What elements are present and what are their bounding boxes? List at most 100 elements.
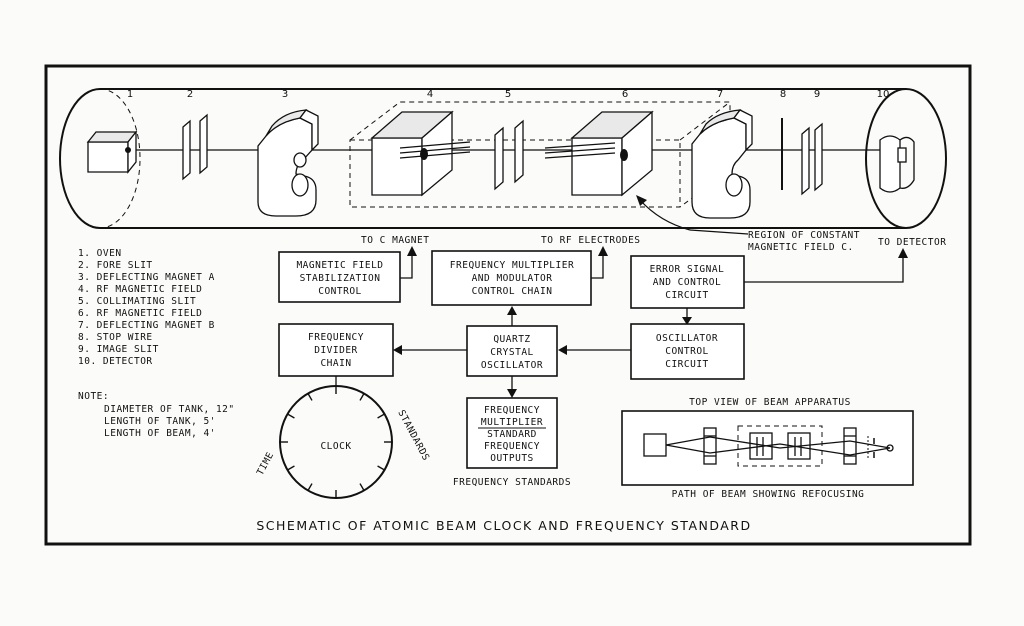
label-to-detector: TO DETECTOR bbox=[878, 237, 946, 248]
block-text: CIRCUIT bbox=[665, 290, 709, 301]
clock-tick bbox=[307, 483, 313, 491]
component-number-3: 3 bbox=[282, 89, 288, 100]
rf-field-6-shape bbox=[544, 110, 654, 197]
legend-item: 2. FORE SLIT bbox=[78, 260, 153, 271]
legend: 1. OVEN 2. FORE SLIT 3. DEFLECTING MAGNE… bbox=[78, 248, 215, 367]
block-text: CHAIN bbox=[320, 358, 351, 369]
clock-tick bbox=[377, 413, 385, 419]
block-text: CIRCUIT bbox=[665, 359, 709, 370]
block-text: STABILIZATION bbox=[300, 273, 381, 284]
region-label-line-2: MAGNETIC FIELD C. bbox=[748, 242, 854, 253]
block-text: DIVIDER bbox=[314, 345, 358, 356]
region-pointer-line bbox=[689, 229, 749, 235]
clock-tick bbox=[307, 393, 313, 401]
region-pointer-curve bbox=[639, 199, 691, 231]
note-heading: NOTE: bbox=[78, 391, 109, 402]
component-number-7: 7 bbox=[717, 89, 723, 100]
magnet-a-shape bbox=[257, 109, 319, 217]
legend-item: 4. RF MAGNETIC FIELD bbox=[78, 284, 202, 295]
block-text: FREQUENCY bbox=[308, 332, 364, 343]
block-oscillator-control: OSCILLATOR CONTROL CIRCUIT bbox=[630, 323, 745, 380]
arrowhead bbox=[407, 246, 417, 256]
legend-item: 7. DEFLECTING MAGNET B bbox=[78, 320, 215, 331]
component-number-10: 10 bbox=[877, 89, 890, 100]
block-freq-mult-modulator: FREQUENCY MULTIPLIER AND MODULATOR CONTR… bbox=[431, 250, 592, 306]
top-view-panel bbox=[621, 410, 914, 486]
diagram-title: SCHEMATIC OF ATOMIC BEAM CLOCK AND FREQU… bbox=[256, 518, 751, 533]
region-label-line-1: REGION OF CONSTANT bbox=[748, 230, 860, 241]
freq-standards-caption: FREQUENCY STANDARDS bbox=[453, 477, 571, 488]
block-text: CONTROL bbox=[665, 346, 709, 357]
arrowhead bbox=[507, 389, 517, 398]
legend-item: 10. DETECTOR bbox=[78, 356, 153, 367]
clock-tick bbox=[377, 465, 385, 471]
fore-slit-shape bbox=[182, 113, 208, 181]
block-text: MAGNETIC FIELD bbox=[296, 260, 383, 271]
arrowhead bbox=[393, 345, 402, 355]
block-text: AND CONTROL bbox=[653, 277, 721, 288]
legend-item: 9. IMAGE SLIT bbox=[78, 344, 159, 355]
image-slit-shape bbox=[801, 122, 823, 196]
block-text: FREQUENCY bbox=[484, 405, 540, 416]
component-number-6: 6 bbox=[622, 89, 628, 100]
block-text: FREQUENCY bbox=[484, 441, 540, 452]
component-number-5: 5 bbox=[505, 89, 511, 100]
block-text: AND MODULATOR bbox=[472, 273, 553, 284]
legend-item: 8. STOP WIRE bbox=[78, 332, 153, 343]
arrow-to-rf-electrodes bbox=[591, 254, 604, 279]
component-numbers: 1 2 3 4 5 6 7 8 9 10 bbox=[127, 89, 890, 100]
clock-tick bbox=[359, 393, 365, 401]
note-line: LENGTH OF BEAM, 4' bbox=[104, 428, 216, 439]
legend-item: 5. COLLIMATING SLIT bbox=[78, 296, 196, 307]
arrowhead bbox=[558, 345, 567, 355]
block-text: ERROR SIGNAL bbox=[650, 264, 725, 275]
block-text: OSCILLATOR bbox=[656, 333, 718, 344]
arrowhead bbox=[682, 317, 692, 325]
block-text: CONTROL bbox=[318, 286, 362, 297]
note-line: DIAMETER OF TANK, 12" bbox=[104, 404, 235, 415]
block-text: CONTROL CHAIN bbox=[472, 286, 553, 297]
block-text: FREQUENCY MULTIPLIER bbox=[450, 260, 574, 271]
block-freq-divider: FREQUENCY DIVIDER CHAIN bbox=[278, 323, 394, 377]
clock-face: CLOCK bbox=[279, 385, 393, 499]
legend-item: 3. DEFLECTING MAGNET A bbox=[78, 272, 215, 283]
clock-tick bbox=[287, 465, 295, 471]
clock-time-label: TIME bbox=[255, 450, 276, 477]
rf-field-4-shape bbox=[370, 110, 471, 197]
block-text: OUTPUTS bbox=[490, 453, 534, 464]
clock-tick bbox=[359, 483, 365, 491]
arrowhead bbox=[898, 248, 908, 258]
arrowhead bbox=[507, 306, 517, 315]
note: NOTE: DIAMETER OF TANK, 12" LENGTH OF TA… bbox=[78, 391, 235, 439]
region-pointer-arrowhead bbox=[636, 195, 647, 206]
top-view-caption: PATH OF BEAM SHOWING REFOCUSING bbox=[672, 489, 865, 500]
detector-shape bbox=[879, 135, 915, 193]
arrowhead bbox=[598, 246, 608, 256]
block-text: STANDARD bbox=[487, 429, 537, 440]
component-number-9: 9 bbox=[814, 89, 820, 100]
component-number-2: 2 bbox=[187, 89, 193, 100]
block-text: OSCILLATOR bbox=[481, 360, 543, 371]
component-number-8: 8 bbox=[780, 89, 786, 100]
block-text: CRYSTAL bbox=[490, 347, 534, 358]
block-error-signal: ERROR SIGNAL AND CONTROL CIRCUIT bbox=[630, 255, 745, 309]
block-text: QUARTZ bbox=[493, 334, 530, 345]
clock-label: CLOCK bbox=[320, 441, 351, 452]
block-text: MULTIPLIER bbox=[481, 417, 543, 428]
block-quartz-oscillator: QUARTZ CRYSTAL OSCILLATOR bbox=[466, 325, 558, 377]
label-to-rf-electrodes: TO RF ELECTRODES bbox=[541, 235, 641, 246]
clock-ticks bbox=[280, 386, 392, 498]
legend-item: 1. OVEN bbox=[78, 248, 122, 259]
arrow-to-detector bbox=[744, 256, 904, 283]
magnet-b-shape bbox=[691, 109, 753, 219]
collimating-slit-shape bbox=[494, 119, 524, 191]
diagram-frame bbox=[44, 64, 972, 546]
label-to-c-magnet: TO C MAGNET bbox=[361, 235, 429, 246]
oven-shape bbox=[86, 130, 138, 174]
legend-item: 6. RF MAGNETIC FIELD bbox=[78, 308, 202, 319]
component-number-1: 1 bbox=[127, 89, 133, 100]
block-mag-field-stabilization: MAGNETIC FIELD STABILIZATION CONTROL bbox=[278, 251, 401, 303]
note-line: LENGTH OF TANK, 5' bbox=[104, 416, 216, 427]
top-view-title: TOP VIEW OF BEAM APPARATUS bbox=[689, 397, 851, 408]
